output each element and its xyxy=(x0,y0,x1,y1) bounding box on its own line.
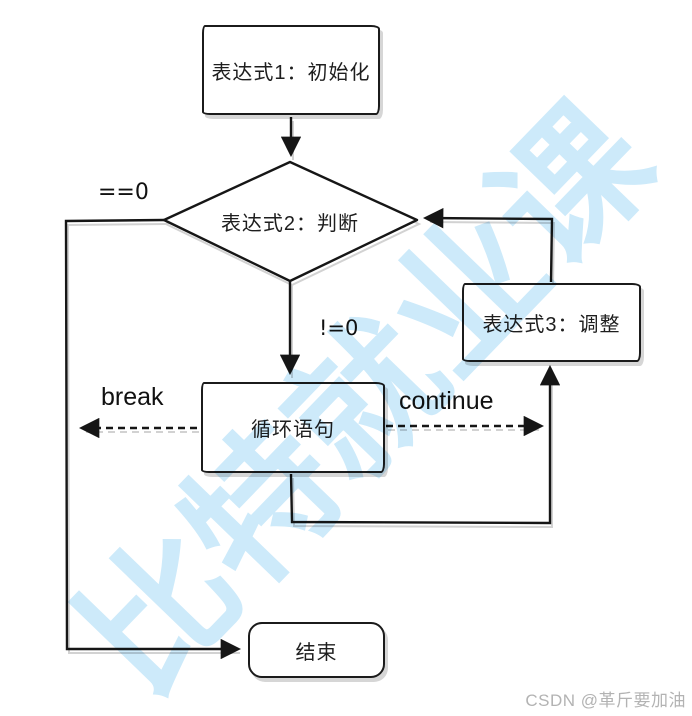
node-expression1-init: 表达式1：初始化 xyxy=(202,25,380,115)
edge-loop-to-expr3 xyxy=(289,364,561,525)
node-loop-statement: 循环语句 xyxy=(201,382,385,473)
edge-label-continue: continue xyxy=(399,387,494,415)
edge-label-not-equal-zero: !=0 xyxy=(319,316,359,340)
node-expression1-label: 表达式1：初始化 xyxy=(211,61,371,84)
edge-label-equals-zero: ==0 xyxy=(98,180,149,205)
node-loop-label: 循环语句 xyxy=(251,419,335,441)
edge-expr3-to-cond xyxy=(422,207,554,283)
node-expression3-adjust: 表达式3：调整 xyxy=(462,283,641,362)
node-end-label: 结束 xyxy=(295,641,338,664)
node-expression3-label: 表达式3：调整 xyxy=(482,314,621,336)
edge-label-break: break xyxy=(101,383,164,411)
node-end: 结束 xyxy=(248,622,385,678)
node-condition-label: 表达式2：判断 xyxy=(220,213,360,235)
credit-text: CSDN @革斤要加油 xyxy=(525,691,686,710)
edge-cond-to-end xyxy=(64,218,242,660)
